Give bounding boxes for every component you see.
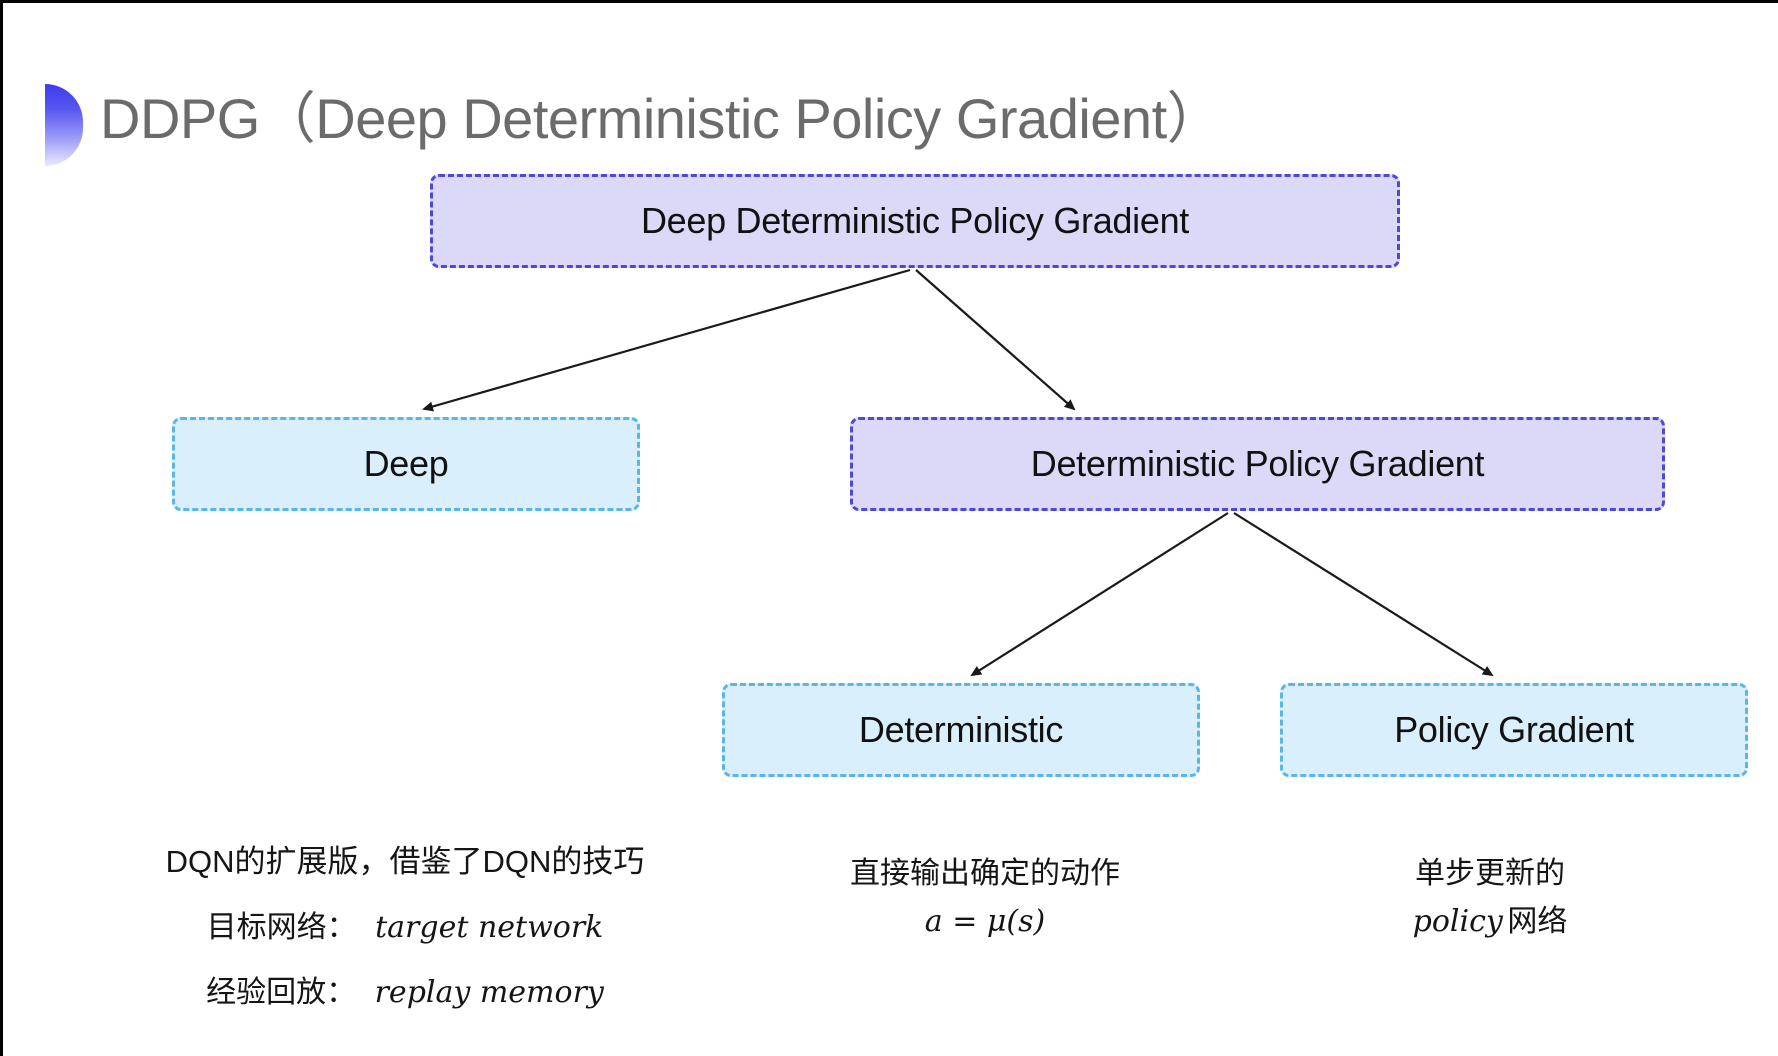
node-dpg-label: Deterministic Policy Gradient — [1030, 443, 1485, 484]
target-network-value: target network — [375, 910, 604, 945]
title-bullet-icon — [45, 84, 83, 166]
node-root: Deep Deterministic Policy Gradient — [430, 174, 1400, 268]
node-policy-gradient-label: Policy Gradient — [1394, 709, 1634, 750]
target-network-label: 目标网络： — [206, 911, 357, 944]
node-deterministic: Deterministic — [722, 683, 1200, 777]
notes-deterministic: 直接输出确定的动作 a = μ(s) — [760, 852, 1210, 948]
arrow-root-to-dpg — [915, 269, 1076, 411]
notes-policy-gradient-line2: policy 网络 — [1290, 900, 1690, 948]
replay-memory-label: 经验回放： — [206, 976, 357, 1009]
notes-policy-gradient: 单步更新的 policy 网络 — [1290, 852, 1690, 948]
formula-text: a = μ(s) — [924, 904, 1046, 939]
node-deep-label: Deep — [363, 443, 449, 484]
node-deep: Deep — [172, 417, 640, 511]
notes-policy-gradient-line1: 单步更新的 — [1415, 857, 1565, 890]
window-top-border — [0, 0, 1778, 3]
node-policy-gradient: Policy Gradient — [1280, 683, 1748, 777]
notes-deep: DQN的扩展版，借鉴了DQN的技巧 目标网络： target network 经… — [105, 832, 705, 1028]
page-title: DDPG（Deep Deterministic Policy Gradient） — [100, 87, 1223, 150]
node-deterministic-policy-gradient: Deterministic Policy Gradient — [850, 417, 1665, 511]
notes-deep-line3: 经验回放： replay memory — [105, 963, 705, 1028]
node-deterministic-label: Deterministic — [858, 709, 1064, 750]
slide-header: DDPG（Deep Deterministic Policy Gradient） — [0, 84, 1778, 168]
policy-network-word: 网络 — [1507, 905, 1568, 938]
arrow-dpg-to-policy-gradient — [1233, 512, 1494, 677]
notes-deterministic-formula: a = μ(s) — [760, 900, 1210, 948]
notes-deep-line1: DQN的扩展版，借鉴了DQN的技巧 — [165, 844, 645, 879]
replay-memory-value: replay memory — [374, 975, 604, 1010]
window-left-border — [0, 0, 3, 1056]
arrow-dpg-to-deterministic — [970, 512, 1229, 677]
arrow-root-to-deep — [422, 268, 911, 412]
policy-word: policy — [1412, 904, 1503, 939]
notes-deterministic-line1: 直接输出确定的动作 — [850, 857, 1120, 890]
node-root-label: Deep Deterministic Policy Gradient — [640, 200, 1189, 241]
notes-deep-line2: 目标网络： target network — [105, 898, 705, 963]
